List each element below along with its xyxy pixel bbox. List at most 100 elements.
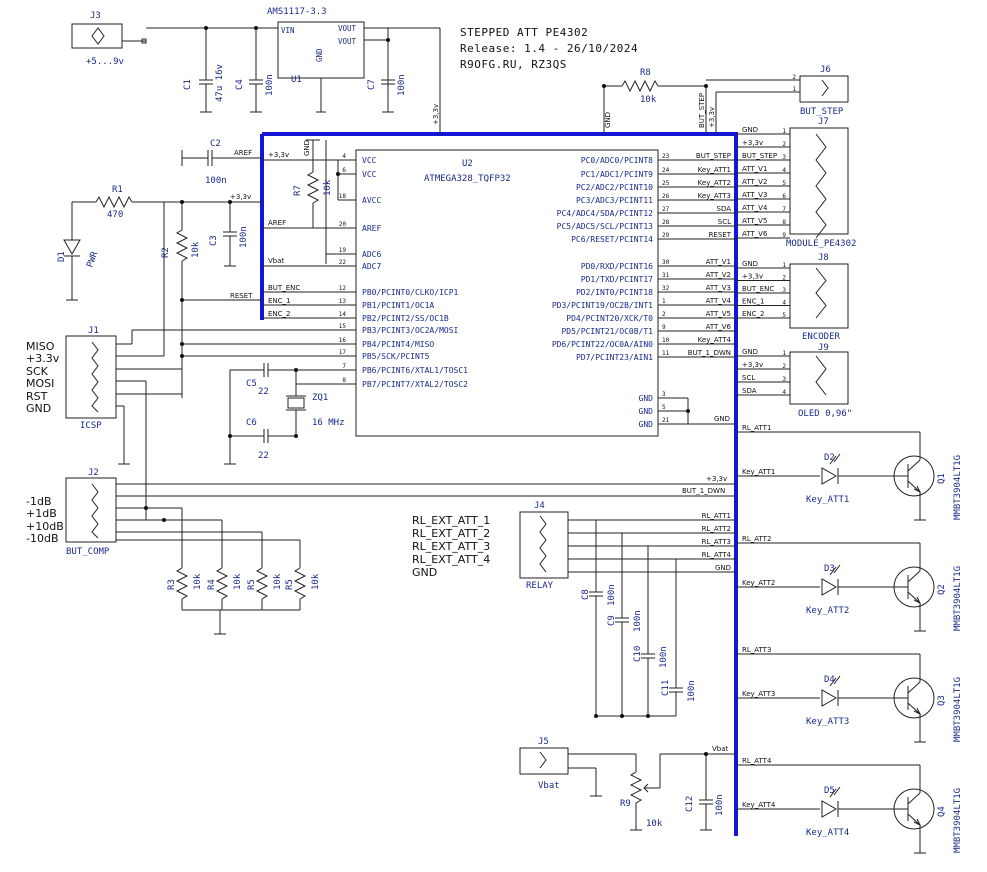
driver-key-net: Key_ATT2 (742, 579, 775, 587)
j1-pin-label: RST (26, 390, 48, 403)
led-symbol (821, 800, 838, 818)
net-enc2-mcu: ENC_2 (268, 310, 291, 318)
j6-pin-2: 2 (792, 74, 796, 81)
led-rays (829, 564, 841, 576)
mcu-pin-net: ATT_V2 (706, 271, 731, 279)
transistor-ref: Q4 (937, 806, 947, 817)
mcu-pin-name: PD0/RXD/PCINT16 (581, 262, 653, 271)
relay-cap-ref: C9 (607, 615, 617, 626)
junction-dot (336, 172, 340, 176)
mcu-pin-name: PD1/TXD/PCINT17 (581, 275, 653, 284)
j4-pin-label: RL_EXT_ATT_2 (412, 527, 490, 540)
j4-pin-label: RL_EXT_ATT_3 (412, 540, 490, 553)
led-rays (829, 786, 841, 798)
r1-33-net: +3,3v (230, 193, 251, 201)
junction-dot (594, 714, 598, 718)
conn-pin-number: 1 (782, 128, 786, 135)
junction-dot (162, 518, 166, 522)
c2-ref: C2 (210, 139, 221, 149)
r7-value: 10k (323, 179, 333, 196)
pulldown-value: 10k (311, 573, 321, 590)
mcu-pin-number: 31 (662, 272, 670, 279)
pulldown-ref: R5 (285, 579, 295, 590)
mcu-pin-name: PD2/INT0/PCINT18 (576, 288, 653, 297)
mcu-pin-name: PC6/RESET/PCINT14 (571, 235, 653, 244)
r8-butstep-net: BUT_STEP (698, 93, 706, 128)
mcu-name: ATMEGA328_TQFP32 (424, 174, 511, 184)
relay-cap-ref: C11 (661, 680, 671, 696)
led-symbol (821, 578, 838, 596)
j4-pin-net: RL_ATT3 (702, 538, 731, 546)
conn-net-label: +3,3v (742, 273, 763, 281)
driver-rl-net: RL_ATT3 (742, 646, 771, 654)
pulldown-ref: R5 (247, 579, 257, 590)
mcu-pin-number: 15 (339, 323, 347, 330)
r2-ref: R2 (161, 247, 171, 258)
led-label: Key_ATT3 (806, 717, 849, 727)
j2-pin-label: -1dB (26, 495, 52, 508)
r9-ref: R9 (620, 799, 631, 809)
relay-cap-ref: C8 (581, 589, 591, 600)
conn-net-label: ATT_V2 (742, 178, 767, 186)
mcu-pin-number: 27 (662, 206, 670, 213)
j8-ref: J8 (818, 253, 829, 263)
driver-rl-net: RL_ATT2 (742, 535, 771, 543)
c6-value: 22 (258, 451, 269, 461)
c12-ref: C12 (685, 796, 695, 812)
j5-ref: J5 (538, 737, 549, 747)
junction-dot (602, 84, 606, 88)
relay-cap-value: 100n (687, 680, 697, 702)
mcu-pin-number: 16 (339, 337, 347, 344)
mcu-pin-number: 7 (342, 363, 346, 370)
conn-net-label: BUT_STEP (742, 152, 777, 160)
u1-vout1: VOUT (338, 24, 357, 33)
conn-net-label: ATT_V1 (742, 165, 767, 173)
led-ref: D3 (824, 564, 835, 574)
conn-net-label: ATT_V6 (742, 230, 768, 238)
c7-cap: C7 100n (367, 74, 407, 113)
mcu-pin-number: 12 (339, 285, 347, 292)
mcu-pin-name: GND (639, 420, 654, 429)
mcu-pin-number: 30 (662, 259, 670, 266)
j3-label: +5...9v (86, 57, 124, 67)
mcu-pin-name: PC5/ADC5/SCL/PCINT13 (557, 222, 654, 231)
j4-pin-label: RL_EXT_ATT_4 (412, 553, 490, 566)
mcu-pin-number: 21 (662, 417, 670, 424)
net-reset-left: RESET (230, 292, 253, 300)
transistor-ref: Q1 (937, 473, 947, 484)
conn-pin-number: 6 (782, 193, 786, 200)
u1-vin: VIN (281, 26, 295, 35)
transistor-ref: Q2 (937, 584, 947, 595)
transistor-part: MMBT3904LT1G (953, 455, 963, 520)
zq1-value: 16 MHz (312, 418, 345, 428)
j8-label: ENCODER (802, 332, 841, 342)
u1-out-net: +3,3v (432, 104, 440, 125)
crystal-zq1: ZQ1 16 MHz (286, 369, 356, 436)
c4-cap: C4 100n (235, 28, 275, 113)
mcu-pin-net: RESET (709, 231, 732, 239)
mcu-ref: U2 (462, 159, 473, 169)
junction-dot (386, 38, 390, 42)
j5-label: Vbat (538, 781, 560, 791)
j2-label: BUT_COMP (66, 547, 110, 557)
junction-dot (228, 434, 232, 438)
driver-key-net: Key_ATT3 (742, 690, 775, 698)
j6-pin-1: 1 (792, 86, 796, 93)
mcu-pin-number: 9 (662, 324, 666, 331)
